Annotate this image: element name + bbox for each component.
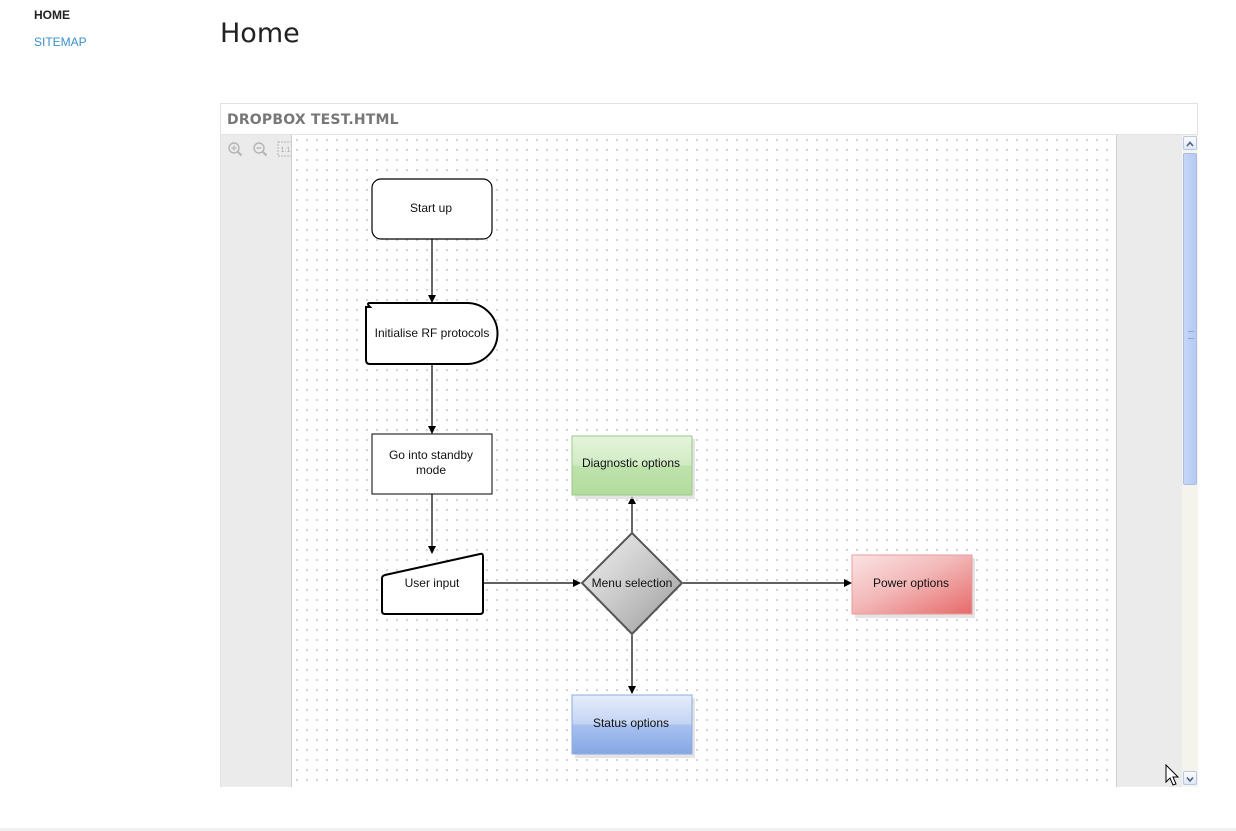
node-power-options[interactable]: Power options: [851, 554, 975, 618]
connectors: [428, 239, 852, 694]
node-status-options[interactable]: Status options: [571, 694, 695, 758]
footer-divider: [0, 828, 1236, 831]
chevron-down-icon: [1186, 776, 1194, 783]
diagram-viewer: 1:1: [221, 135, 1182, 787]
scroll-up-button[interactable]: [1183, 136, 1197, 150]
node-standby[interactable]: Go into standby mode: [371, 433, 493, 495]
scrollbar-grip-icon: [1188, 331, 1194, 339]
node-start-up-label: Start up: [410, 201, 452, 215]
node-initialise-rf[interactable]: Initialise RF protocols: [365, 302, 499, 365]
panel-header: DROPBOX TEST.HTML: [221, 104, 1197, 135]
node-initialise-rf-label: Initialise RF protocols: [375, 326, 490, 340]
actual-size-label: 1:1: [281, 147, 291, 154]
scrollbar-thumb[interactable]: [1183, 153, 1197, 485]
node-diagnostic-options-label: Diagnostic options: [582, 456, 680, 470]
nav-sitemap-link[interactable]: SITEMAP: [34, 35, 87, 49]
node-start-up[interactable]: Start up: [371, 178, 493, 240]
zoom-toolbar: 1:1: [227, 141, 294, 157]
zoom-out-icon[interactable]: [252, 141, 269, 157]
flowchart: Start up Initialise RF protocols Go into…: [365, 178, 975, 758]
scroll-down-button[interactable]: [1183, 771, 1197, 785]
zoom-in-icon[interactable]: [227, 141, 244, 157]
node-power-options-label: Power options: [873, 576, 949, 590]
panel-title: DROPBOX TEST.HTML: [227, 112, 399, 128]
node-menu-selection[interactable]: Menu selection: [580, 531, 684, 636]
diagram-canvas: Start up Initialise RF protocols Go into…: [291, 135, 1117, 787]
embedded-file-panel: DROPBOX TEST.HTML: [220, 103, 1198, 787]
vertical-scrollbar[interactable]: [1182, 135, 1198, 787]
node-user-input-label: User input: [405, 576, 460, 590]
mouse-cursor-icon: [1165, 764, 1180, 786]
node-status-options-label: Status options: [593, 716, 669, 730]
node-user-input[interactable]: User input: [381, 552, 484, 615]
site-nav: HOME SITEMAP: [34, 8, 87, 49]
node-standby-label-line2: mode: [416, 463, 446, 477]
node-standby-label-line1: Go into standby: [389, 448, 473, 462]
node-menu-selection-label: Menu selection: [592, 576, 673, 590]
chevron-up-icon: [1186, 141, 1194, 147]
nav-home-link[interactable]: HOME: [34, 8, 70, 22]
page-title: Home: [220, 18, 300, 49]
node-diagnostic-options[interactable]: Diagnostic options: [571, 435, 695, 499]
